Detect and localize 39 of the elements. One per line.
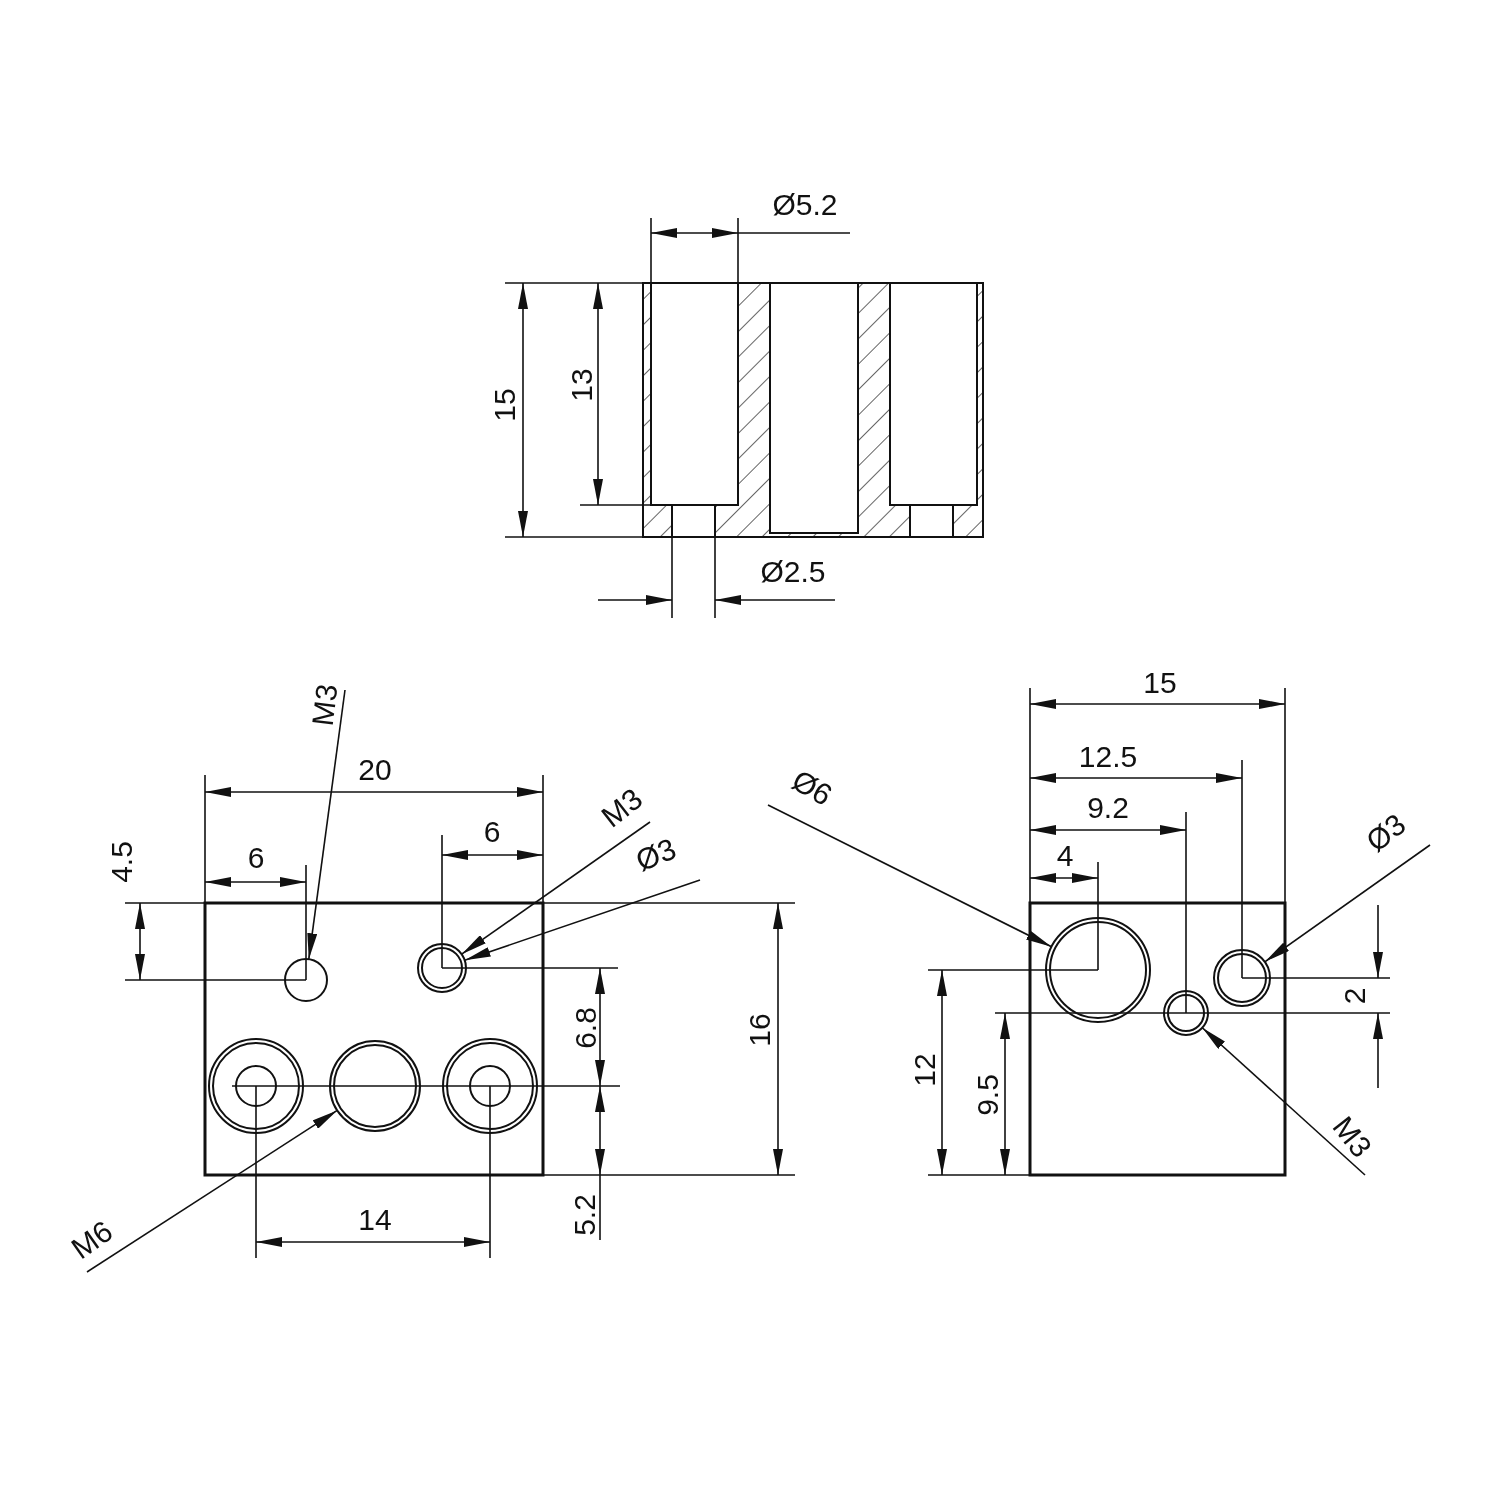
hole	[328, 1039, 422, 1133]
callout-label: M3	[1327, 1111, 1377, 1163]
leader-line	[767, 804, 1053, 948]
dimension-value: 9.2	[1087, 793, 1129, 823]
leader-line	[86, 1109, 338, 1273]
callout-label: Ø6	[787, 765, 837, 811]
leader-line	[307, 689, 346, 960]
hole	[416, 942, 468, 994]
hole	[1162, 989, 1210, 1037]
dimension-value: 12	[910, 1053, 940, 1087]
callout-label: M3	[596, 783, 648, 833]
hole	[1044, 916, 1152, 1024]
dimension-value: 6	[247, 843, 265, 873]
dimension-value: 15	[490, 388, 520, 422]
dimension-value: Ø2.5	[760, 557, 826, 587]
callout-label: Ø3	[1361, 808, 1411, 858]
dimension-value: 13	[567, 368, 597, 402]
dimension-value: 9.5	[973, 1074, 1003, 1116]
dimension-value: 6	[483, 817, 501, 847]
leader-line	[463, 879, 701, 962]
dimension-value: Ø5.2	[772, 190, 838, 220]
dimension-value: 15	[1143, 668, 1177, 698]
hole	[283, 957, 329, 1003]
callout-label: M3	[307, 682, 343, 728]
dimension-value: 20	[358, 755, 392, 785]
dimension-value: 4.5	[107, 841, 137, 883]
dimension-value: 6.8	[571, 1007, 601, 1049]
dimension-value: 12.5	[1078, 742, 1138, 772]
leader-line	[460, 821, 651, 955]
dimension-value: 2	[1340, 987, 1370, 1005]
leader-line	[1264, 844, 1431, 963]
dimension-value: 4	[1056, 841, 1074, 871]
callout-label: Ø3	[631, 833, 681, 877]
dimension-value: 5.2	[570, 1194, 600, 1236]
callout-label: M6	[66, 1215, 118, 1265]
dimension-value: 16	[745, 1013, 775, 1047]
hole	[1212, 948, 1272, 1008]
leader-line	[1201, 1026, 1366, 1176]
dimension-value: 14	[358, 1205, 392, 1235]
